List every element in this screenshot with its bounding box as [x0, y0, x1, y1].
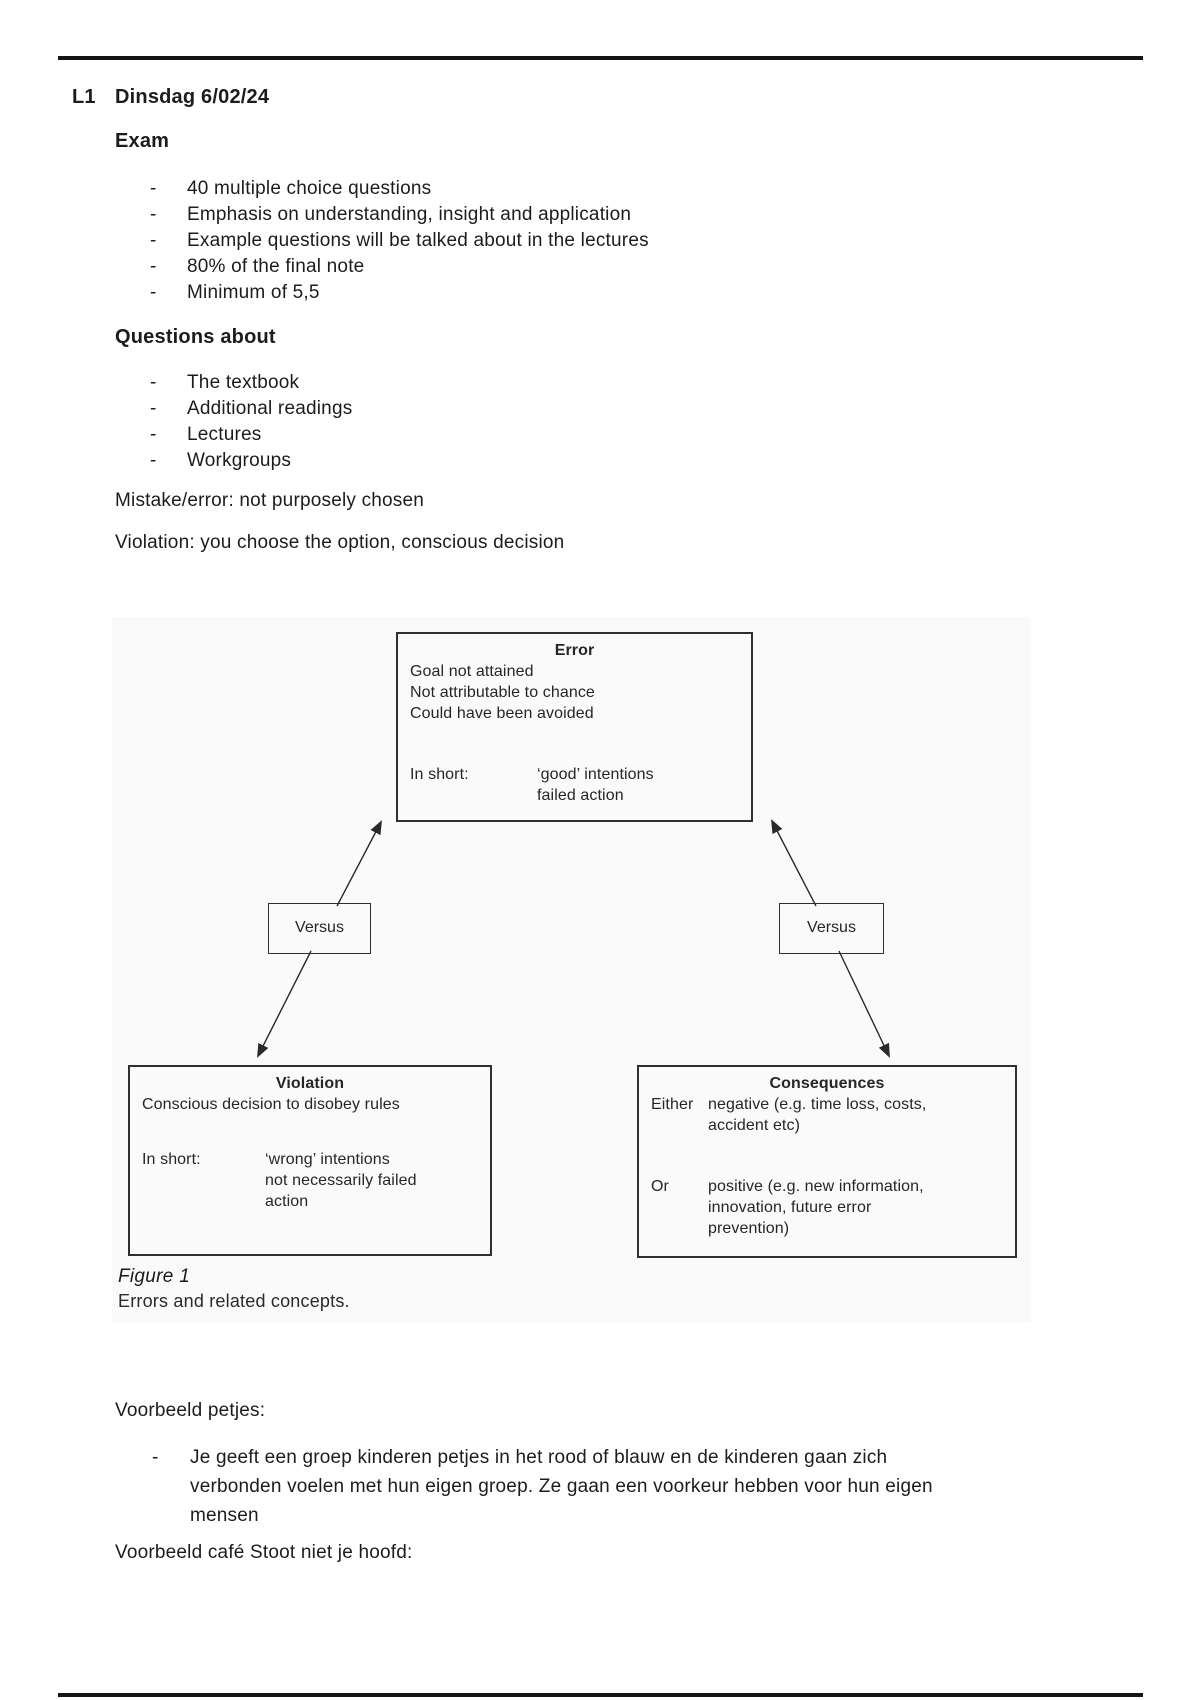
bullet-dash: - [150, 256, 157, 277]
violation-box-subtitle: Conscious decision to disobey rules [142, 1096, 400, 1113]
error-in-short-row: In short: ‘good’ intentions failed actio… [410, 764, 739, 806]
in-short-label: In short: [142, 1151, 201, 1168]
mistake-paragraph: Mistake/error: not purposely chosen [115, 490, 425, 511]
violation-paragraph: Violation: you choose the option, consci… [115, 532, 565, 553]
either-line: negative (e.g. time loss, costs, [708, 1096, 927, 1113]
bullet-text: Example questions will be talked about i… [187, 230, 649, 251]
in-short-value-line: not necessarily failed [265, 1172, 417, 1189]
questions-heading: Questions about [115, 326, 276, 348]
bullet-dash: - [150, 230, 157, 251]
bullet-text: Je geeft een groep kinderen petjes in he… [190, 1443, 933, 1530]
in-short-value-line: failed action [537, 787, 624, 804]
bullet-dash: - [150, 204, 157, 225]
bullet-text: Lectures [187, 424, 262, 445]
in-short-value: ‘wrong’ intentions not necessarily faile… [265, 1149, 417, 1212]
bullet-text: Additional readings [187, 398, 353, 419]
either-row: Either negative (e.g. time loss, costs, … [651, 1094, 1003, 1136]
bullet-item: - Lectures [150, 422, 352, 448]
bullet-text: Minimum of 5,5 [187, 282, 320, 303]
exam-bullet-list: - 40 multiple choice questions - Emphasis … [150, 176, 649, 306]
bullet-text: Emphasis on understanding, insight and a… [187, 204, 632, 225]
consequences-box: Consequences Either negative (e.g. time … [637, 1065, 1017, 1258]
or-value: positive (e.g. new information, innovati… [708, 1176, 924, 1239]
example-bullet: - Je geeft een groep kinderen petjes in … [152, 1443, 933, 1530]
in-short-label: In short: [410, 766, 469, 783]
top-rule [58, 56, 1143, 60]
bullet-item: - 80% of the final note [150, 254, 649, 280]
error-box-line: Goal not attained [410, 663, 534, 680]
bullet-dash: - [150, 450, 157, 471]
bottom-rule [58, 1693, 1143, 1697]
example-intro-1: Voorbeeld petjes: [115, 1400, 266, 1421]
bullet-item: - Workgroups [150, 448, 352, 474]
error-box: Error Goal not attained Not attributable… [396, 632, 753, 822]
bullet-item: - Je geeft een groep kinderen petjes in … [152, 1443, 933, 1530]
or-row: Or positive (e.g. new information, innov… [651, 1176, 1003, 1239]
or-line: prevention) [708, 1220, 790, 1237]
bullet-text-line: verbonden voelen met hun eigen groep. Ze… [190, 1476, 933, 1497]
error-box-title: Error [554, 642, 595, 659]
or-line: innovation, future error [708, 1199, 872, 1216]
exam-heading: Exam [115, 130, 170, 152]
bullet-item: - Minimum of 5,5 [150, 280, 649, 306]
bullet-item: - 40 multiple choice questions [150, 176, 649, 202]
bullet-item: - The textbook [150, 370, 352, 396]
example-intro-2: Voorbeeld café Stoot niet je hoofd: [115, 1542, 413, 1563]
consequences-box-title: Consequences [769, 1075, 885, 1092]
bullet-dash: - [150, 398, 157, 419]
in-short-value-line: ‘wrong’ intentions [265, 1151, 390, 1168]
in-short-value-line: action [265, 1193, 309, 1210]
violation-box: Violation Conscious decision to disobey … [128, 1065, 492, 1256]
or-label: Or [651, 1178, 669, 1195]
violation-box-title: Violation [275, 1075, 345, 1092]
violation-in-short-row: In short: ‘wrong’ intentions not necessa… [142, 1149, 478, 1212]
bullet-item: - Example questions will be talked about … [150, 228, 649, 254]
or-line: positive (e.g. new information, [708, 1178, 924, 1195]
bullet-dash: - [150, 178, 157, 199]
bullet-text: The textbook [187, 372, 300, 393]
bullet-dash: - [150, 282, 157, 303]
lecture-header: L1 Dinsdag 6/02/24 [72, 86, 269, 109]
in-short-value-line: ‘good’ intentions [537, 766, 654, 783]
figure-caption-title: Figure 1 [118, 1266, 191, 1287]
questions-bullet-list: - The textbook - Additional readings - Lect… [150, 370, 352, 474]
versus-box-right: Versus [779, 903, 884, 954]
bullet-dash: - [150, 424, 157, 445]
either-line: accident etc) [708, 1117, 801, 1134]
bullet-text-line: Je geeft een groep kinderen petjes in he… [190, 1447, 888, 1468]
error-box-line: Could have been avoided [410, 705, 594, 722]
bullet-text-line: mensen [190, 1505, 259, 1526]
bullet-item: - Emphasis on understanding, insight and … [150, 202, 649, 228]
bullet-dash: - [152, 1447, 159, 1468]
figure-caption-text: Errors and related concepts. [118, 1291, 350, 1311]
bullet-dash: - [150, 372, 157, 393]
bullet-item: - Additional readings [150, 396, 352, 422]
bullet-text: 40 multiple choice questions [187, 178, 432, 199]
bullet-text: 80% of the final note [187, 256, 365, 277]
bullet-text: Workgroups [187, 450, 292, 471]
error-box-line: Not attributable to chance [410, 684, 595, 701]
either-value: negative (e.g. time loss, costs, acciden… [708, 1094, 926, 1136]
versus-box-left: Versus [268, 903, 371, 954]
either-label: Either [651, 1096, 694, 1113]
in-short-value: ‘good’ intentions failed action [537, 764, 654, 806]
lecture-code: L1 [72, 86, 96, 108]
lecture-date-title: Dinsdag 6/02/24 [115, 86, 270, 108]
